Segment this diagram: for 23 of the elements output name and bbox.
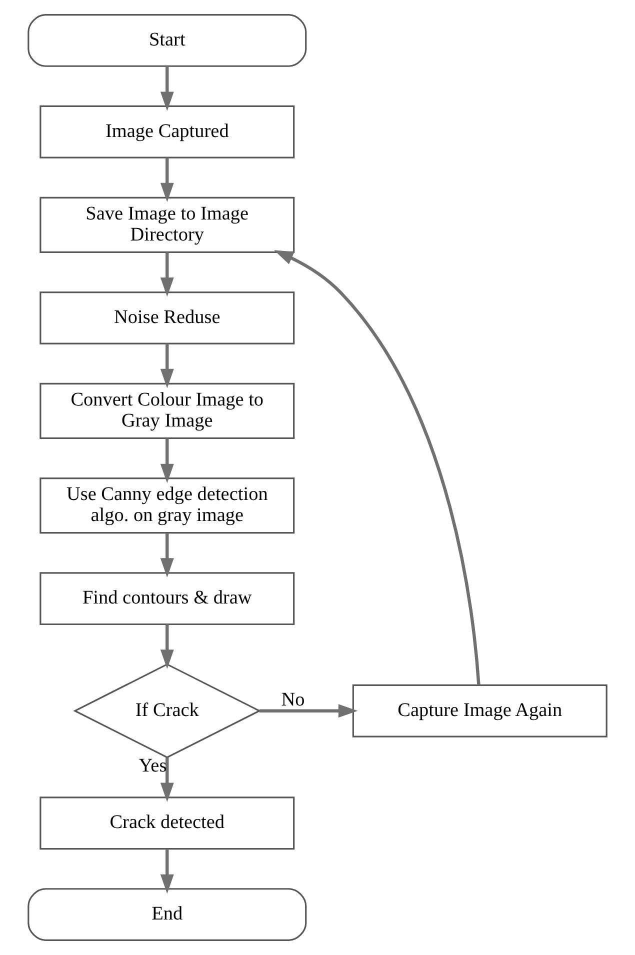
node-box: Save Image to Image Directory [40,196,295,253]
arrow [160,252,174,297]
node-box: Crack detected [40,796,295,850]
arrow [160,624,174,669]
arrow [259,704,358,718]
node-box: Convert Colour Image to Gray Image [40,382,295,439]
node-box: Capture Image Again [352,684,608,738]
arrow [160,757,174,802]
arrow [160,533,174,578]
node-box: Start [28,14,307,67]
node-box: Noise Reduse [40,291,295,344]
arrow [160,848,174,894]
node-box: Find contours & draw [40,572,295,626]
edge-label: No [281,689,305,710]
node-box: Use Canny edge detection algo. on gray image [40,478,295,534]
node-diamond: If Crack [73,663,262,758]
arrow [160,158,174,202]
arrow [160,438,174,484]
node-box: End [28,888,307,941]
node-box: Image Captured [40,105,295,158]
arrow [160,66,174,112]
arrow [274,250,480,685]
arrow [160,344,174,388]
